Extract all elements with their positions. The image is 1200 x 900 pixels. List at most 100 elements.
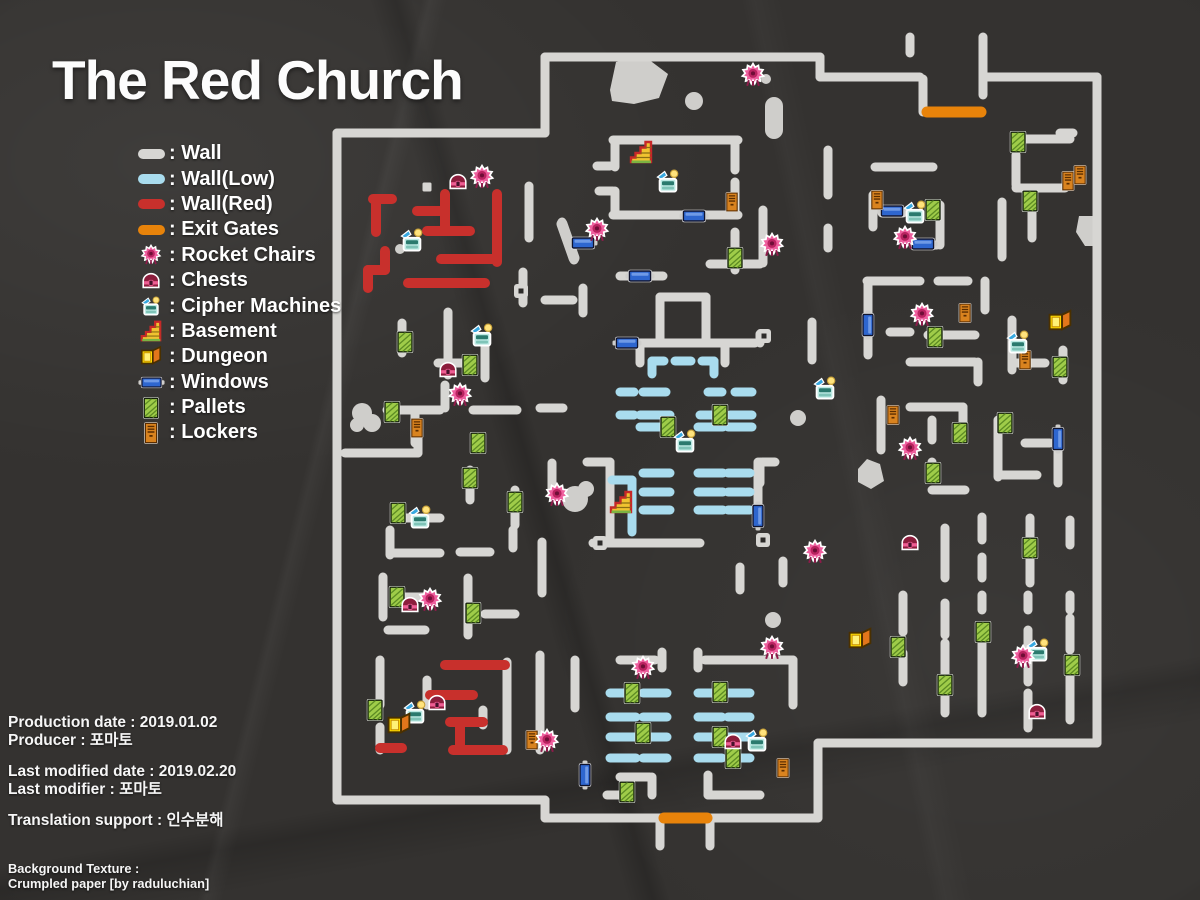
footer-line: Producer : 포마토 <box>8 732 133 749</box>
legend-item-label: : Windows <box>169 370 269 393</box>
gate-icon <box>133 224 169 235</box>
pallet-icon <box>389 501 407 525</box>
legend-item-label: : Wall(Low) <box>169 167 275 190</box>
window-icon <box>751 501 765 531</box>
rock-blob <box>610 56 668 104</box>
rocket-icon <box>133 244 169 266</box>
window-icon <box>612 336 642 350</box>
pallet-icon <box>1051 355 1069 379</box>
cipher-machine-icon <box>673 429 696 453</box>
pallet-icon <box>724 746 742 770</box>
locker-icon <box>776 757 790 779</box>
pallet-icon <box>461 353 479 377</box>
dungeon-icon <box>387 712 411 734</box>
rock-blob <box>350 418 364 432</box>
pallet-icon <box>974 620 992 644</box>
cipher-machine-icon <box>408 505 431 529</box>
legend-item-gate: : Exit Gates <box>133 217 341 242</box>
window-icon <box>568 236 598 250</box>
chest-icon <box>401 596 419 613</box>
pallet-icon <box>464 601 482 625</box>
legend-item-label: : Lockers <box>169 421 258 444</box>
rocket-chair-icon <box>803 539 827 564</box>
footer-spacer <box>8 799 236 812</box>
rock-blob <box>1076 216 1097 246</box>
window-icon <box>679 209 709 223</box>
locker-icon <box>870 189 884 211</box>
locker-icon <box>958 302 972 324</box>
locker-icon <box>1073 164 1087 186</box>
cipher-machine-icon <box>656 169 679 193</box>
page-title: The Red Church <box>52 49 464 111</box>
chest-icon <box>1028 703 1046 720</box>
footer-line: Last modified date : 2019.02.20 <box>8 763 237 780</box>
pallet-icon <box>396 330 414 354</box>
cipher-machine-icon <box>470 323 493 347</box>
window-icon <box>861 310 875 340</box>
locker-icon <box>525 729 539 751</box>
legend-item-locker: : Lockers <box>133 420 341 445</box>
rock-blob <box>363 414 381 432</box>
legend-item-window: : Windows <box>133 370 341 395</box>
rock-blob <box>790 410 806 426</box>
legend-item-label: : Wall <box>169 142 222 165</box>
pallet-icon <box>951 421 969 445</box>
rock-blob <box>765 612 781 628</box>
pallet-icon <box>889 635 907 659</box>
pallet-icon <box>383 400 401 424</box>
wall-low-icon <box>133 174 169 185</box>
rocket-chair-icon <box>418 587 442 612</box>
wall-knob-hole <box>518 288 524 294</box>
footer-line: Production date : 2019.01.02 <box>8 714 218 731</box>
legend-item-dungeon: : Dungeon <box>133 344 341 369</box>
legend-item-chest: : Chests <box>133 268 341 293</box>
locker-icon <box>133 421 169 444</box>
pallet-icon <box>1009 130 1027 154</box>
pallet-icon <box>726 246 744 270</box>
pallet-icon <box>506 490 524 514</box>
pallet-icon <box>1063 653 1081 677</box>
legend-item-label: : Cipher Machines <box>169 294 342 317</box>
cipher-machine-icon <box>400 228 423 252</box>
rocket-chair-icon <box>910 302 934 327</box>
locker-icon <box>1061 170 1075 192</box>
pallet-icon <box>618 780 636 804</box>
legend-item-label: : Exit Gates <box>169 218 280 241</box>
window-icon <box>625 269 655 283</box>
pallet-icon <box>461 466 479 490</box>
dungeon-icon <box>1048 309 1072 331</box>
wall-block <box>422 182 432 192</box>
legend-item-label: : Basement <box>169 319 277 342</box>
chest-icon <box>449 173 467 190</box>
window-icon <box>133 375 169 389</box>
wall-red-icon <box>133 199 169 210</box>
pallet-icon <box>926 325 944 349</box>
dungeon-icon <box>133 345 169 369</box>
pallet-icon <box>711 403 729 427</box>
chest-icon <box>133 270 169 292</box>
footer-line: Translation support : 인수분해 <box>8 812 224 829</box>
locker-icon <box>410 417 424 439</box>
wall-knob-hole <box>760 537 766 543</box>
pallet-icon <box>366 698 384 722</box>
legend-item-wall: : Wall <box>133 141 341 166</box>
footer-spacer <box>8 830 236 861</box>
rock-blob <box>578 481 594 497</box>
pallet-icon <box>924 198 942 222</box>
legend: : Wall: Wall(Low): Wall(Red): Exit Gates… <box>133 141 341 446</box>
rock-blob <box>556 218 580 264</box>
footer-line: Last modifier : 포마토 <box>8 781 162 798</box>
pallet-icon <box>924 461 942 485</box>
legend-item-rocket: : Rocket Chairs <box>133 243 341 268</box>
locker-icon <box>725 191 739 213</box>
footer-spacer <box>8 750 236 763</box>
pallet-icon <box>936 673 954 697</box>
legend-item-label: : Dungeon <box>169 345 268 368</box>
pallet-icon <box>623 681 641 705</box>
wall-knob-hole <box>761 333 767 339</box>
pallet-icon <box>469 431 487 455</box>
rock-blob <box>858 459 884 489</box>
locker-icon <box>886 404 900 426</box>
